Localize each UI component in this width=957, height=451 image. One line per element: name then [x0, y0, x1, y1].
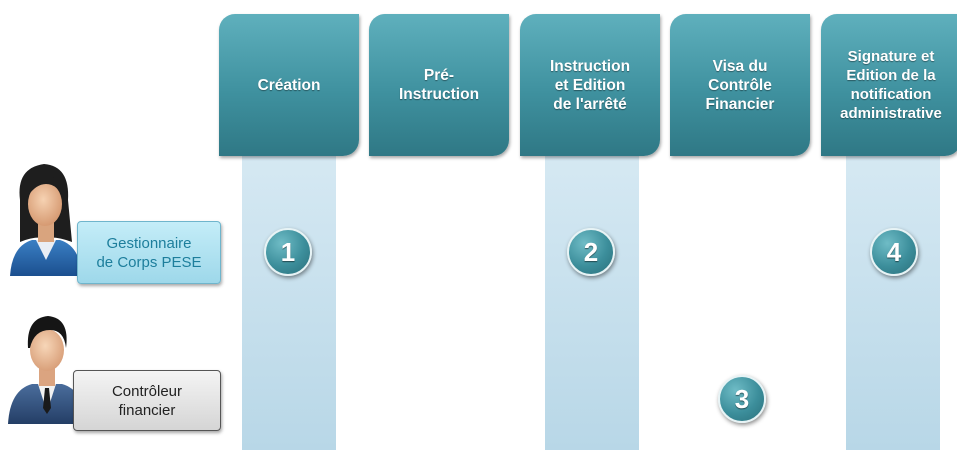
- actor-label-gestionnaire: Gestionnaire de Corps PESE: [77, 221, 221, 284]
- column-body-instruction: [545, 150, 639, 450]
- male-user-avatar-icon: [8, 316, 86, 424]
- column-body-signature: [846, 150, 940, 450]
- column-header-visa-controle: Visa du Contrôle Financier: [670, 14, 810, 156]
- step-3-badge: 3: [718, 375, 766, 423]
- step-2-badge: 2: [567, 228, 615, 276]
- column-header-signature-notification: Signature et Edition de la notification …: [821, 14, 957, 156]
- step-1-badge: 1: [264, 228, 312, 276]
- column-body-creation: [242, 150, 336, 450]
- column-header-creation: Création: [219, 14, 359, 156]
- female-user-avatar-icon: [10, 164, 82, 276]
- column-header-pre-instruction: Pré- Instruction: [369, 14, 509, 156]
- actor-label-controleur: Contrôleur financier: [73, 370, 221, 431]
- column-header-instruction-edition: Instruction et Edition de l'arrêté: [520, 14, 660, 156]
- step-4-badge: 4: [870, 228, 918, 276]
